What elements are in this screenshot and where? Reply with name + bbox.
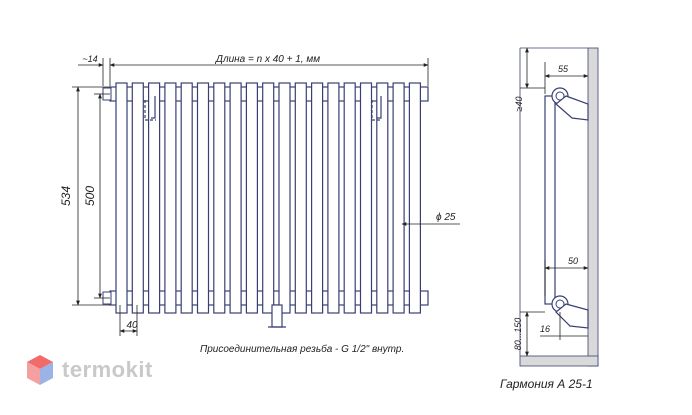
brand-logo: termokit <box>26 352 153 388</box>
radiator-section <box>311 82 324 314</box>
radiator-section <box>115 82 128 314</box>
bottom-bracket <box>555 303 589 329</box>
section-pitch-dimension <box>119 305 138 336</box>
tube-diameter-label: ϕ 25 <box>436 212 456 223</box>
radiator-sections <box>115 82 421 314</box>
radiator-section <box>327 82 340 314</box>
thread-caption: Присоединительная резьба - G 1/2" внутр. <box>200 343 404 355</box>
bottom-depth-label: 50 <box>568 256 578 266</box>
radiator-section <box>294 82 307 314</box>
front-view: Длина = n x 40 + 1, мм ~14 534 500 40 ϕ … <box>59 54 460 355</box>
bracket-left <box>144 96 156 121</box>
radiator-section <box>408 82 421 314</box>
bottom-collector-inner <box>555 299 565 309</box>
center-distance-dimension <box>94 93 110 299</box>
wall <box>587 47 599 367</box>
bottom-offset-dimension <box>540 312 588 340</box>
radiator-section <box>359 82 373 314</box>
total-height-label: 534 <box>59 186 73 206</box>
bottom-offset-label: 16 <box>540 324 550 334</box>
top-depth-label: 55 <box>558 64 569 74</box>
floor-gap-dimension <box>520 311 545 357</box>
brand-wordmark: termokit <box>62 357 153 382</box>
floor <box>519 355 599 367</box>
side-view: 55 ≥40 50 16 80...150 Гармония А 25-1 <box>500 47 599 391</box>
bottom-connection-pipe <box>268 304 286 328</box>
radiator-section <box>262 82 275 314</box>
radiator-section <box>245 82 258 314</box>
radiator-section <box>131 82 144 314</box>
top-depth-dimension <box>544 62 589 94</box>
floor-gap-label: 80...150 <box>513 318 523 351</box>
radiator-section <box>343 82 356 314</box>
radiator-section <box>376 82 389 314</box>
model-caption: Гармония А 25-1 <box>500 377 593 391</box>
radiator-section <box>164 82 177 314</box>
radiator-section <box>392 82 405 314</box>
top-gap-label: ≥40 <box>514 97 524 112</box>
bracket-right <box>371 96 382 121</box>
section-pitch-label: 40 <box>126 320 138 331</box>
total-height-dimension <box>72 86 110 306</box>
top-collector-inner <box>555 91 565 101</box>
radiator-section <box>148 82 161 314</box>
length-label: Длина = n x 40 + 1, мм <box>215 54 320 65</box>
top-gap-dimension <box>520 47 545 89</box>
bottom-depth-dimension <box>544 260 589 296</box>
radiator-section <box>180 82 193 314</box>
radiator-section <box>278 82 291 314</box>
center-distance-label: 500 <box>83 186 97 206</box>
radiator-section <box>229 82 242 314</box>
length-dimension <box>78 58 429 86</box>
radiator-side-body <box>544 95 556 305</box>
cube-icon <box>27 355 53 385</box>
radiator-section <box>213 82 226 314</box>
top-bracket <box>555 95 589 121</box>
offset-label: ~14 <box>82 54 97 64</box>
radiator-section <box>196 82 210 314</box>
